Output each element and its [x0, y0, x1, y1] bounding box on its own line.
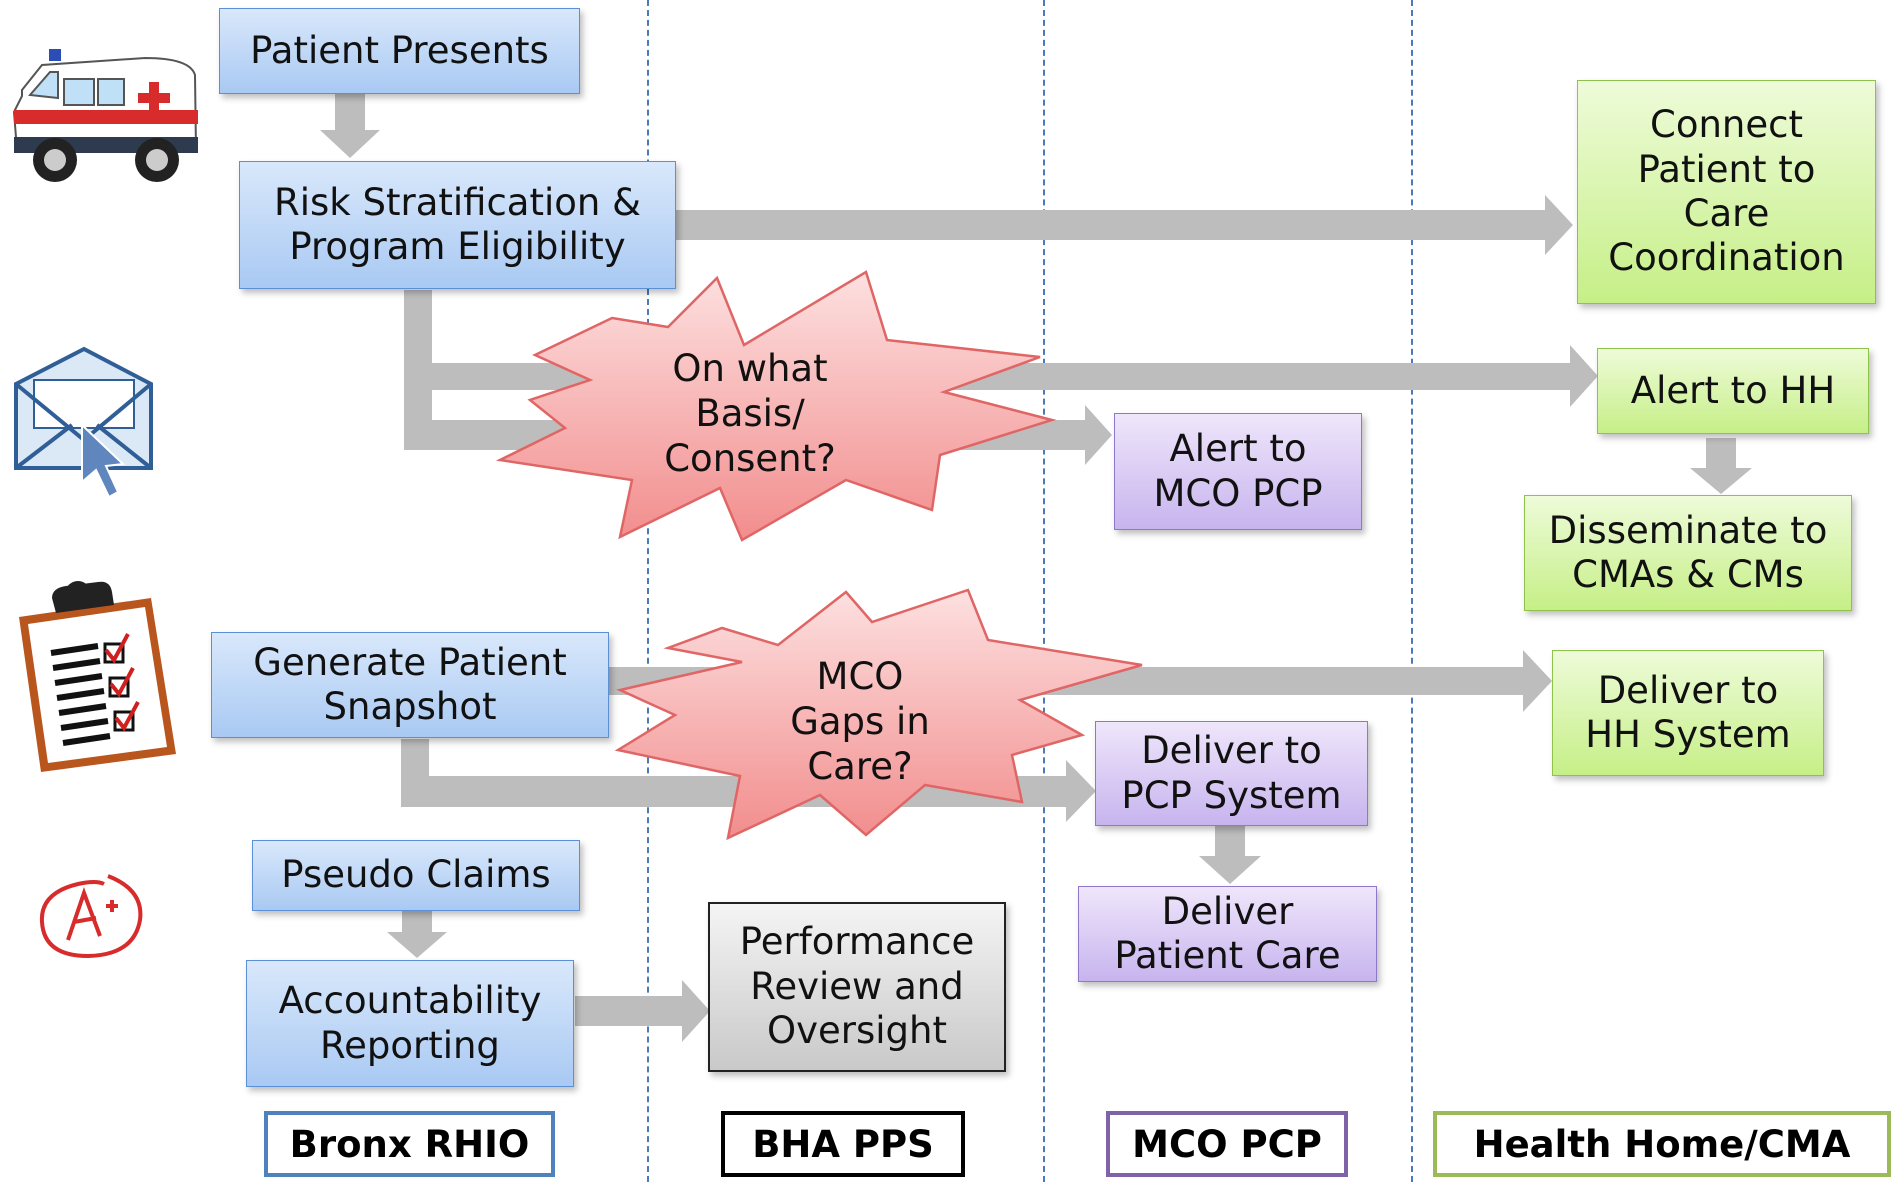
alert-mco-pcp-box: Alert to MCO PCP: [1114, 413, 1362, 530]
deliver-pcp-system-box: Deliver to PCP System: [1095, 721, 1368, 826]
arrow-down: [320, 94, 380, 158]
disseminate-box: Disseminate to CMAs & CMs: [1524, 495, 1852, 611]
deliver-hh-system-box: Deliver to HH System: [1552, 650, 1824, 776]
accountability-reporting-box: Accountability Reporting: [246, 960, 574, 1087]
lane-divider: [1043, 0, 1045, 1182]
connect-patient-box: Connect Patient to Care Coordination: [1577, 80, 1876, 304]
lane-label-mco-pcp: MCO PCP: [1106, 1111, 1348, 1177]
arrow-down: [1690, 438, 1752, 494]
lane-divider: [1411, 0, 1413, 1182]
arrow-right: [676, 195, 1573, 255]
arrow-right: [575, 980, 710, 1042]
alert-hh-box: Alert to HH: [1597, 348, 1869, 434]
consent-question-callout: On what Basis/ Consent?: [664, 347, 836, 481]
lane-label-bha-pps: BHA PPS: [721, 1111, 965, 1177]
lane-label-health-home: Health Home/CMA: [1433, 1111, 1891, 1177]
generate-snapshot-box: Generate Patient Snapshot: [211, 632, 609, 738]
deliver-patient-care-box: Deliver Patient Care: [1078, 886, 1377, 982]
callout-starburst: [495, 270, 1057, 542]
arrow-right: [404, 345, 1598, 407]
patient-presents-box: Patient Presents: [219, 8, 580, 94]
arrow-down: [1199, 826, 1261, 884]
lane-divider: [647, 0, 649, 1182]
arrow-down: [387, 911, 447, 958]
lane-label-bronx-rhio: Bronx RHIO: [264, 1111, 555, 1177]
pseudo-claims-box: Pseudo Claims: [252, 840, 580, 911]
performance-review-box: Performance Review and Oversight: [708, 902, 1006, 1072]
callout-starburst: [614, 588, 1143, 841]
risk-stratification-box: Risk Stratification & Program Eligibilit…: [239, 161, 676, 289]
gaps-in-care-callout: MCO Gaps in Care?: [790, 655, 930, 789]
